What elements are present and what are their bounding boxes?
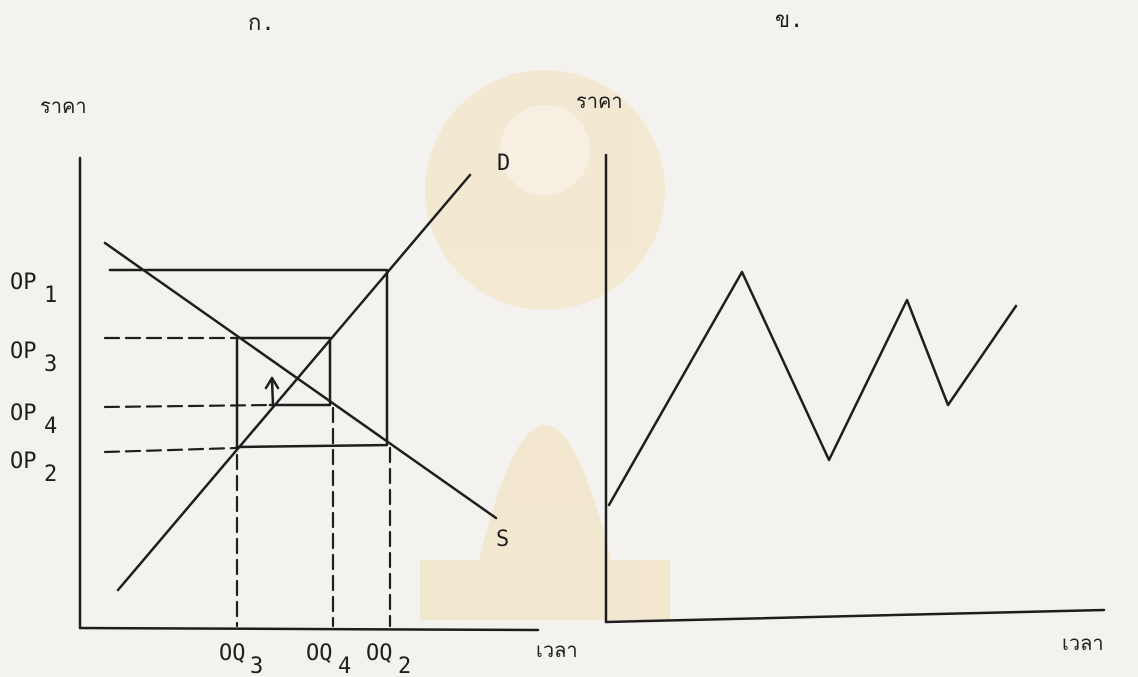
quantity-level-label: OQ bbox=[366, 641, 393, 666]
price-level-op2: OP 2 bbox=[10, 449, 57, 487]
quantity-level-oq4: OQ 4 bbox=[306, 641, 351, 677]
price-level-label: OP bbox=[10, 270, 37, 295]
guide-op2 bbox=[103, 446, 239, 454]
price-path bbox=[607, 270, 1018, 507]
price-level-op4: OP 4 bbox=[10, 401, 57, 439]
quantity-level-sub: 4 bbox=[338, 654, 351, 677]
cobweb-arrow bbox=[270, 378, 275, 407]
quantity-level-label: OQ bbox=[219, 641, 246, 666]
price-level-label: OP bbox=[10, 449, 37, 474]
panel-b-y-label: ราคา bbox=[576, 89, 623, 113]
price-level-sub: 4 bbox=[44, 414, 57, 439]
price-level-op1: OP 1 bbox=[10, 270, 57, 308]
price-level-op3: OP 3 bbox=[10, 339, 57, 377]
cobweb-arrowhead bbox=[264, 376, 280, 390]
supply-line bbox=[103, 241, 498, 520]
quantity-level-label: OQ bbox=[306, 641, 333, 666]
price-level-sub: 3 bbox=[44, 352, 57, 377]
panel-a-x-axis bbox=[78, 626, 540, 632]
panel-a-x-label: เวลา bbox=[536, 638, 578, 662]
panel-a-title: ก. bbox=[248, 11, 275, 36]
quantity-level-oq3: OQ 3 bbox=[219, 641, 263, 677]
cobweb-outer bbox=[108, 268, 389, 449]
watermark-emblem bbox=[420, 70, 670, 620]
supply-label: S bbox=[496, 527, 509, 552]
panel-b-x-label: เวลา bbox=[1062, 631, 1104, 655]
panel-a-y-label: ราคา bbox=[40, 94, 87, 118]
cobweb-mid bbox=[235, 336, 332, 449]
demand-label: D bbox=[497, 151, 510, 176]
quantity-level-oq2: OQ 2 bbox=[366, 641, 411, 677]
quantity-level-sub: 2 bbox=[398, 654, 411, 677]
guide-op4 bbox=[103, 403, 272, 409]
panel-b-x-axis bbox=[604, 608, 1106, 624]
price-level-sub: 1 bbox=[44, 283, 57, 308]
panel-b-title: ข. bbox=[775, 8, 803, 33]
demand-line bbox=[116, 173, 472, 592]
price-level-label: OP bbox=[10, 339, 37, 364]
price-level-label: OP bbox=[10, 401, 37, 426]
price-level-sub: 2 bbox=[44, 462, 57, 487]
quantity-level-sub: 3 bbox=[250, 654, 263, 677]
